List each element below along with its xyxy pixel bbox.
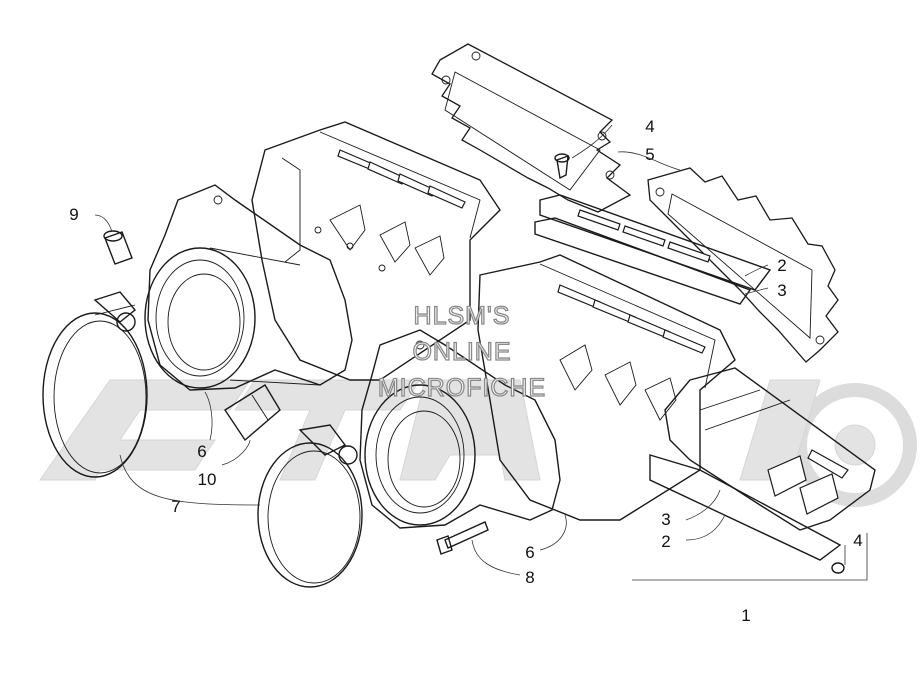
lower-reed-plate xyxy=(649,367,876,561)
callout-8: 8 xyxy=(525,568,534,587)
callout-labels: 4 5 9 2 3 6 10 7 3 2 4 6 8 1 xyxy=(69,117,862,625)
callout-4-top: 4 xyxy=(645,117,654,136)
callout-6-left: 6 xyxy=(197,442,206,461)
callout-9: 9 xyxy=(69,205,78,224)
callout-10: 10 xyxy=(198,470,217,489)
callout-1: 1 xyxy=(741,606,750,625)
callout-3-bottom: 3 xyxy=(661,510,670,529)
right-intake-boot xyxy=(359,329,561,529)
callout-5: 5 xyxy=(645,145,654,164)
watermark-line-2: ONLINE xyxy=(412,338,511,366)
watermark-line-3: MICROFICHE xyxy=(378,374,546,402)
top-gasket xyxy=(431,43,632,213)
right-clamp xyxy=(257,424,363,588)
callout-2-right: 2 xyxy=(777,256,786,275)
screw-bottom xyxy=(831,562,845,574)
screw-top xyxy=(554,153,570,180)
callout-7: 7 xyxy=(171,497,180,516)
callout-3-right: 3 xyxy=(777,281,786,300)
bolt xyxy=(436,521,489,555)
right-gasket xyxy=(647,167,839,363)
upper-reed-valve xyxy=(534,194,772,305)
watermark: HLSM'S ONLINE MICROFICHE xyxy=(377,301,546,402)
background-logo xyxy=(39,379,917,507)
callout-6-bottom: 6 xyxy=(525,543,534,562)
left-clamp xyxy=(42,291,148,478)
left-intake-boot xyxy=(144,184,353,391)
bracket-clip xyxy=(224,384,281,442)
callout-4-bottom: 4 xyxy=(853,531,862,550)
watermark-line-1: HLSM'S xyxy=(414,302,511,330)
left-reed-housing xyxy=(251,121,501,381)
leader-lines xyxy=(94,124,868,581)
spacer-sleeve xyxy=(103,230,133,265)
callout-2-bottom: 2 xyxy=(661,532,670,551)
right-reed-housing xyxy=(477,254,736,521)
